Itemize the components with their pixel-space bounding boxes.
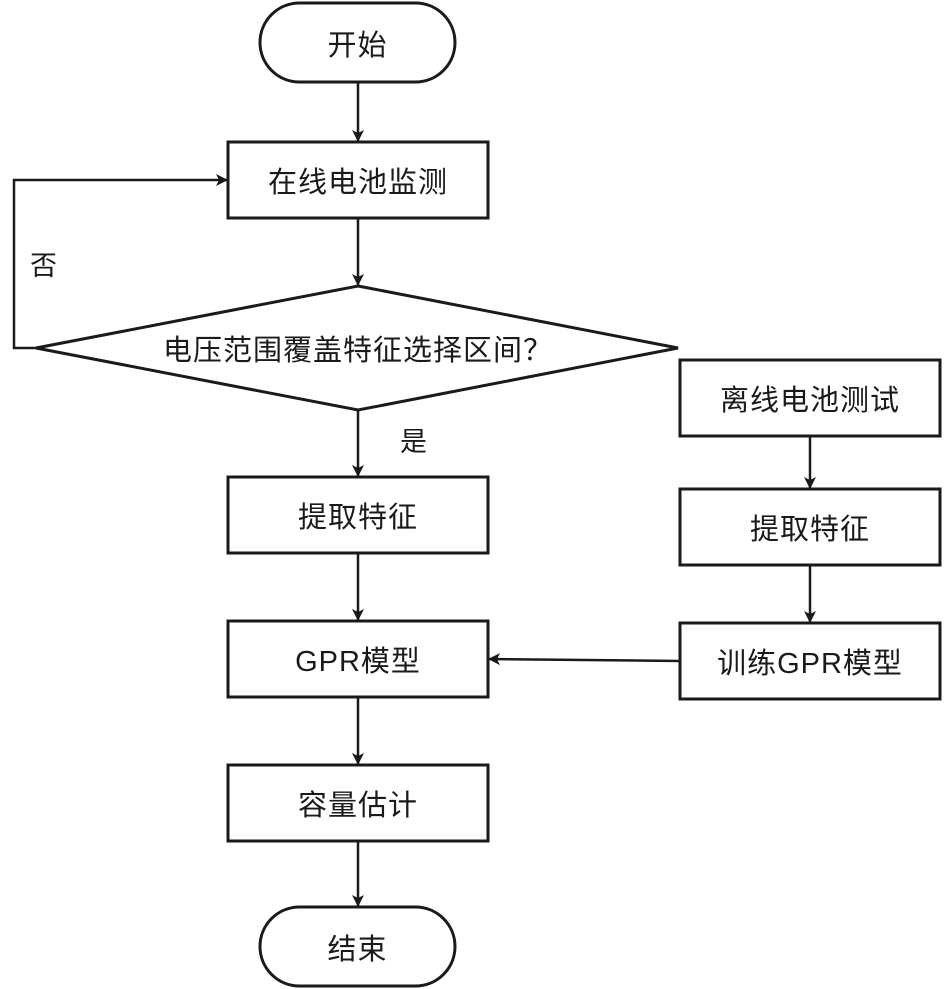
extract-online-label: 提取特征	[297, 500, 418, 534]
offline-test-box	[678, 358, 942, 438]
extract-offline-label: 提取特征	[749, 512, 870, 546]
extract-offline-box	[678, 487, 942, 567]
online-monitor-label: 在线电池监测	[267, 165, 448, 199]
edge-label-no: 否	[30, 251, 57, 282]
extract-online-box	[226, 475, 490, 555]
edge-label-yes: 是	[400, 427, 427, 458]
end-terminal-shape	[258, 905, 457, 988]
capacity-estimate-label: 容量估计	[297, 788, 418, 822]
start-label: 开始	[327, 27, 388, 62]
offline-test-label: 离线电池测试	[719, 383, 900, 417]
end-label: 结束	[327, 931, 388, 966]
edge-decision-no-loop	[12, 174, 228, 350]
edge-train-to-gpr	[488, 653, 681, 666]
train-gpr-label: 训练GPR模型	[717, 646, 903, 680]
gpr-model-label: GPR模型	[295, 644, 421, 678]
decision-label: 电压范围覆盖特征选择区间？	[162, 333, 553, 367]
gpr-model-box	[226, 619, 490, 699]
train-gpr-box	[678, 621, 942, 701]
